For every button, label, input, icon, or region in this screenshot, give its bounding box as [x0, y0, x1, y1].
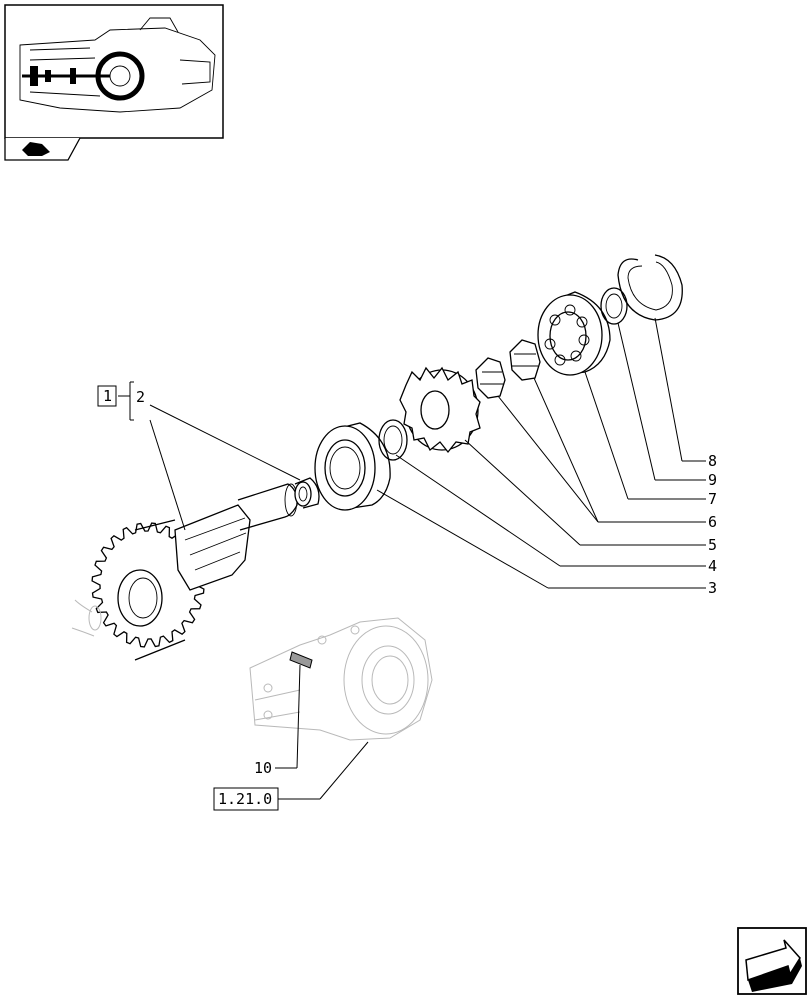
callout-5[interactable]: 5 [708, 536, 717, 554]
callout-6[interactable]: 6 [708, 513, 717, 531]
dowel-pin-part-10[interactable] [289, 651, 313, 669]
snap-ring-part-8[interactable] [617, 254, 683, 321]
callout-7[interactable]: 7 [708, 490, 717, 508]
callout-9[interactable]: 9 [708, 471, 717, 489]
callout-1[interactable]: 1 [97, 385, 117, 407]
callout-10[interactable]: 10 [254, 759, 272, 777]
callout-4[interactable]: 4 [708, 557, 717, 575]
housing-reference-ghost [249, 617, 433, 741]
svg-text:1: 1 [103, 387, 112, 405]
callout-3[interactable]: 3 [708, 579, 717, 597]
washer-part-9[interactable] [600, 287, 628, 325]
reference-box-1-21-0[interactable]: 1.21.0 [213, 787, 279, 811]
splined-hub-part-3[interactable] [314, 422, 391, 511]
next-page-arrow-icon[interactable] [737, 927, 807, 995]
needle-bearing-part-6b[interactable] [509, 339, 541, 381]
callout-8[interactable]: 8 [708, 452, 717, 470]
svg-text:1.21.0: 1.21.0 [218, 790, 272, 808]
gear-shaft-part-2[interactable] [71, 483, 298, 661]
tractor-tab-icon [4, 137, 81, 161]
ball-bearing-part-7[interactable] [537, 291, 611, 376]
callout-2[interactable]: 2 [136, 388, 145, 406]
needle-bearing-part-6a[interactable] [475, 357, 506, 399]
leader-lines [118, 317, 706, 800]
gear-part-5[interactable] [399, 366, 481, 454]
ring-part-4[interactable] [378, 419, 408, 461]
overview-thumbnail[interactable] [4, 4, 224, 139]
sleeve-bushing[interactable] [294, 477, 320, 509]
